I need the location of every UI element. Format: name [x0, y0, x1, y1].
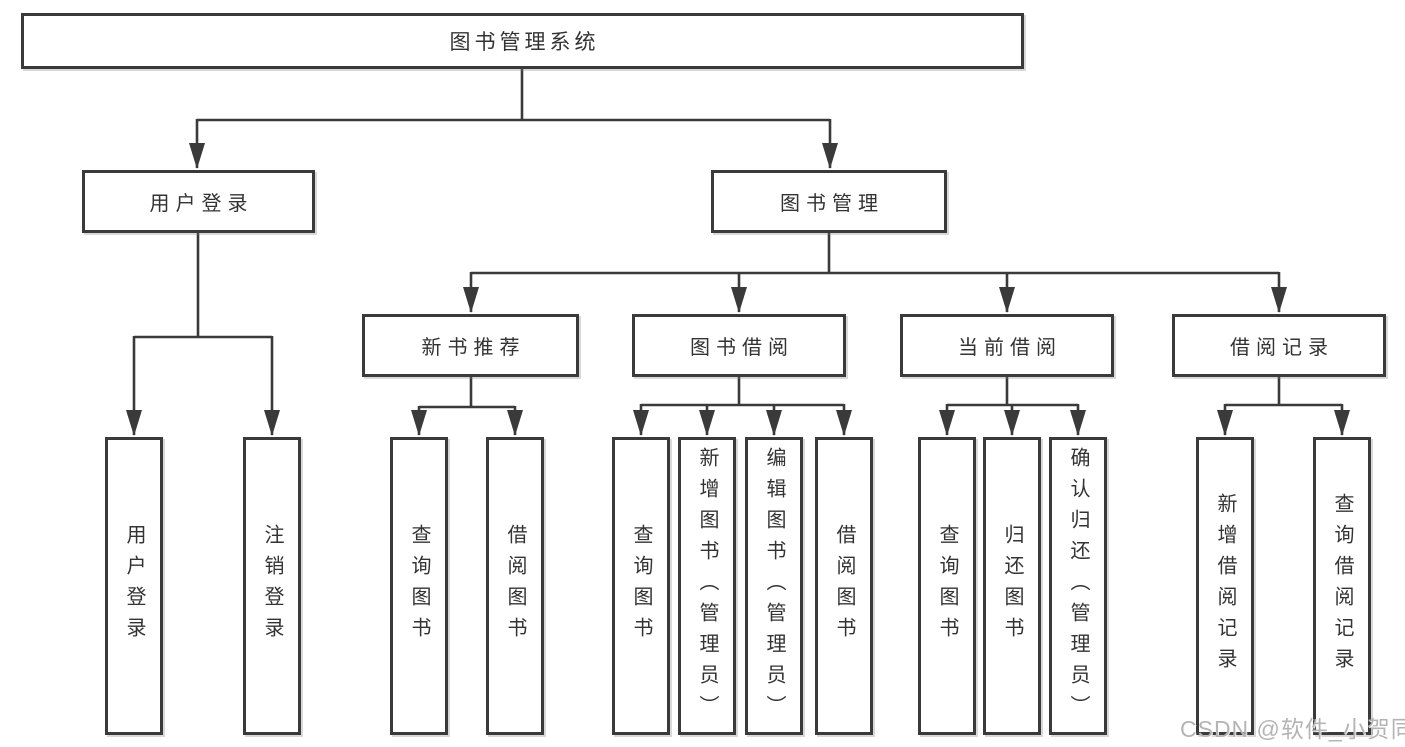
leaf-query-books-current: 查询图书 [918, 437, 976, 735]
leaf-borrow-books-recommend: 借阅图书 [486, 437, 544, 735]
leaf-user-login: 用户登录 [105, 437, 163, 735]
node-user-login: 用户登录 [82, 170, 315, 233]
node-book-management: 图书管理 [711, 170, 947, 233]
leaf-add-borrow-record: 新增借阅记录 [1196, 437, 1254, 735]
leaf-query-books-recommend: 查询图书 [390, 437, 448, 735]
leaf-query-borrow-record: 查询借阅记录 [1313, 437, 1371, 735]
leaf-confirm-return-admin: 确认归还（管理员） [1049, 437, 1107, 735]
node-library-management-system: 图书管理系统 [21, 13, 1024, 69]
node-current-borrowing: 当前借阅 [900, 314, 1114, 377]
watermark: CSDN @软件_小贺同学 [1180, 716, 1405, 742]
leaf-add-book-admin: 新增图书（管理员） [678, 437, 736, 735]
node-borrowing-records: 借阅记录 [1172, 314, 1386, 377]
node-new-book-recommendation: 新书推荐 [362, 314, 579, 377]
leaf-edit-book-admin: 编辑图书（管理员） [745, 437, 803, 735]
leaf-query-books-borrowing: 查询图书 [612, 437, 670, 735]
leaf-logout: 注销登录 [243, 437, 301, 735]
node-book-borrowing: 图书借阅 [632, 314, 846, 377]
leaf-return-book: 归还图书 [983, 437, 1041, 735]
leaf-borrow-books-borrowing: 借阅图书 [815, 437, 873, 735]
